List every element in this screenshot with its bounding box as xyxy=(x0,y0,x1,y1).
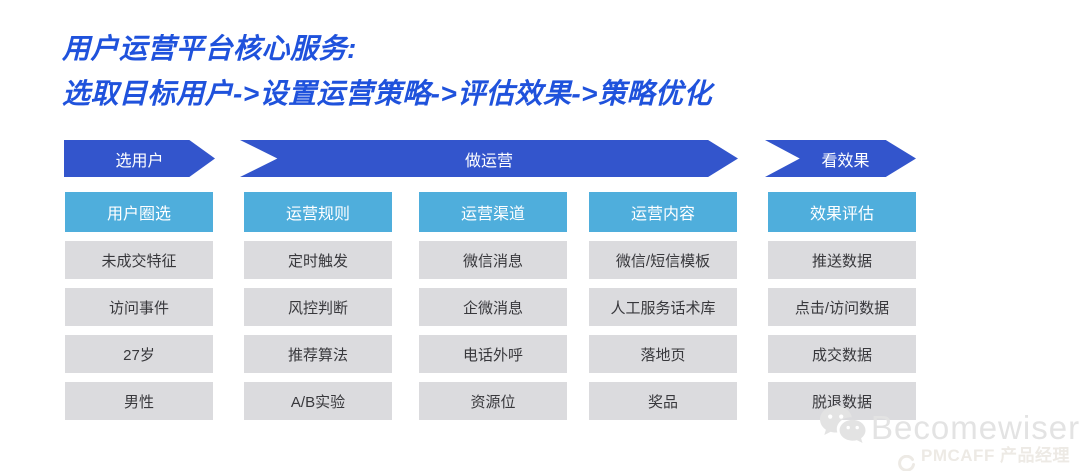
column-header: 用户圈选 xyxy=(65,192,213,232)
cell: 推送数据 xyxy=(768,241,916,279)
title-line-2: 选取目标用户->设置运营策略->评估效果->策略优化 xyxy=(62,78,713,109)
stage-arrow-label: 选用户 xyxy=(115,152,164,170)
cell: 奖品 xyxy=(589,382,737,420)
column-header: 效果评估 xyxy=(768,192,916,232)
cell: 男性 xyxy=(65,382,213,420)
cell: 落地页 xyxy=(589,335,737,373)
pmcaff-ring-icon xyxy=(898,454,915,471)
cell: 访问事件 xyxy=(65,288,213,326)
stage-arrow-see-results: 看效果 xyxy=(765,140,916,177)
cell: 风控判断 xyxy=(244,288,392,326)
cell: 推荐算法 xyxy=(244,335,392,373)
column-header: 运营规则 xyxy=(244,192,392,232)
column-effect-evaluation: 效果评估 推送数据 点击/访问数据 成交数据 脱退数据 xyxy=(768,192,916,420)
stage-arrow-select-users: 选用户 xyxy=(64,140,215,177)
title-line-1: 用户运营平台核心服务: xyxy=(62,33,357,64)
stage-arrow-do-operations: 做运营 xyxy=(240,140,738,177)
cell: 资源位 xyxy=(419,382,567,420)
stage-arrow-label: 看效果 xyxy=(821,152,870,170)
cell: 企微消息 xyxy=(419,288,567,326)
cell: 微信/短信模板 xyxy=(589,241,737,279)
page-title: 用户运营平台核心服务: 选取目标用户->设置运营策略->评估效果->策略优化 xyxy=(62,26,712,116)
watermark-brand: Becomewiser xyxy=(818,404,1080,451)
column-header: 运营渠道 xyxy=(419,192,567,232)
stage-arrow-label: 做运营 xyxy=(464,152,513,170)
cell: 人工服务话术库 xyxy=(589,288,737,326)
wechat-icon xyxy=(818,404,866,451)
column-operation-content: 运营内容 微信/短信模板 人工服务话术库 落地页 奖品 xyxy=(589,192,737,420)
column-user-segmentation: 用户圈选 未成交特征 访问事件 27岁 男性 xyxy=(65,192,213,420)
watermark-community-text: PMCAFF 产品经理社区 xyxy=(921,446,1071,465)
cell: A/B实验 xyxy=(244,382,392,420)
cell: 点击/访问数据 xyxy=(768,288,916,326)
column-header: 运营内容 xyxy=(589,192,737,232)
cell: 定时触发 xyxy=(244,241,392,279)
column-operation-rules: 运营规则 定时触发 风控判断 推荐算法 A/B实验 xyxy=(244,192,392,420)
cell: 微信消息 xyxy=(419,241,567,279)
cell: 成交数据 xyxy=(768,335,916,373)
watermark-brand-text: Becomewiser xyxy=(871,408,1080,446)
watermark-community: PMCAFF 产品经理社区 xyxy=(898,441,1080,471)
cell: 未成交特征 xyxy=(65,241,213,279)
cell: 电话外呼 xyxy=(419,335,567,373)
cell: 27岁 xyxy=(65,335,213,373)
column-operation-channels: 运营渠道 微信消息 企微消息 电话外呼 资源位 xyxy=(419,192,567,420)
